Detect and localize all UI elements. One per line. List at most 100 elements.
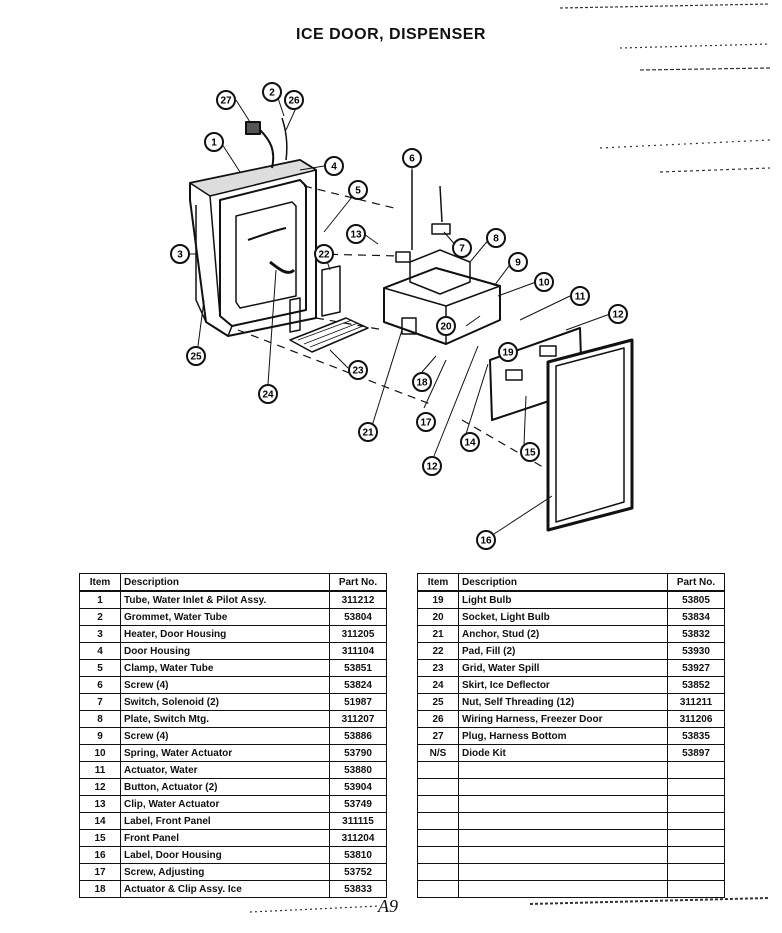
- callout-24: 24: [258, 384, 278, 404]
- callout-number: 23: [352, 366, 364, 377]
- callout-number: 6: [409, 154, 415, 165]
- callout-number: 2: [269, 88, 275, 99]
- callout-circle: [348, 180, 368, 200]
- callout-circle: [508, 252, 528, 272]
- callout-circle: [314, 244, 334, 264]
- callout-circle: [216, 90, 236, 110]
- table-row: [417, 812, 725, 830]
- callout-number: 3: [177, 250, 183, 261]
- callout-circle: [324, 156, 344, 176]
- callout-circle: [570, 286, 590, 306]
- callout-10: 10: [534, 272, 554, 292]
- callout-number: 9: [515, 258, 521, 269]
- callout-7: 7: [452, 238, 472, 258]
- callout-layer: 2722614653132278910111220191825232421171…: [170, 82, 628, 550]
- table-row: [417, 829, 725, 847]
- callout-circle: [452, 238, 472, 258]
- callout-circle: [608, 304, 628, 324]
- callout-13: 13: [346, 224, 366, 244]
- callout-number: 12: [426, 462, 438, 473]
- callout-number: 12: [612, 310, 624, 321]
- callout-16: 16: [476, 530, 496, 550]
- callout-number: 19: [502, 348, 514, 359]
- callout-22: 22: [314, 244, 334, 264]
- callout-number: 11: [575, 292, 586, 303]
- callout-circle: [412, 372, 432, 392]
- callout-15: 15: [520, 442, 540, 462]
- callout-circle: [170, 244, 190, 264]
- callout-circle: [498, 342, 518, 362]
- callout-circle: [520, 442, 540, 462]
- page-mark: A9: [378, 896, 398, 916]
- callout-circle: [534, 272, 554, 292]
- part-number-cell: 53810: [329, 846, 387, 864]
- table-header-row: Item Description Part No.: [79, 573, 387, 592]
- table-row: [417, 846, 725, 864]
- part-number-cell: 53804: [329, 608, 387, 626]
- callout-14: 14: [460, 432, 480, 452]
- part-number-cell: [667, 880, 725, 898]
- callout-number: 21: [362, 428, 374, 439]
- callout-number: 1: [211, 138, 217, 149]
- item-column-header: Item: [417, 573, 459, 592]
- callout-number: 7: [459, 244, 465, 255]
- callout-3: 3: [170, 244, 190, 264]
- callout-number: 8: [493, 234, 499, 245]
- callout-21: 21: [358, 422, 378, 442]
- callout-circle: [358, 422, 378, 442]
- callout-number: 13: [350, 230, 362, 241]
- callout-1: 1: [204, 132, 224, 152]
- part-number-cell: 53833: [329, 880, 387, 898]
- callout-20: 20: [436, 316, 456, 336]
- callout-4: 4: [324, 156, 344, 176]
- callout-number: 20: [440, 322, 452, 333]
- callout-circle: [186, 346, 206, 366]
- door-housing-inner: [235, 201, 297, 309]
- callout-number: 27: [220, 96, 232, 107]
- callout-number: 26: [288, 96, 300, 107]
- callout-circle: [262, 82, 282, 102]
- callout-12: 12: [422, 456, 442, 476]
- callout-circle: [346, 224, 366, 244]
- callout-27: 27: [216, 90, 236, 110]
- callout-number: 25: [190, 352, 202, 363]
- part-number-column-header: Part No.: [667, 573, 725, 592]
- callout-number: 14: [464, 438, 476, 449]
- callout-number: 22: [318, 250, 330, 261]
- callout-number: 16: [480, 536, 492, 547]
- callout-number: 15: [524, 448, 536, 459]
- callout-circle: [402, 148, 422, 168]
- callout-number: 5: [355, 186, 361, 197]
- callout-26: 26: [284, 90, 304, 110]
- table-row: [417, 795, 725, 813]
- callout-circle: [422, 456, 442, 476]
- callout-8: 8: [486, 228, 506, 248]
- callout-18: 18: [412, 372, 432, 392]
- callout-number: 4: [331, 162, 337, 173]
- door-housing-label: [546, 338, 634, 532]
- callout-19: 19: [498, 342, 518, 362]
- table-row: [417, 863, 725, 881]
- page-title: ICE DOOR, DISPENSER: [296, 26, 486, 43]
- callout-circle: [486, 228, 506, 248]
- callout-23: 23: [348, 360, 368, 380]
- table-row: [417, 880, 725, 898]
- callout-circle: [258, 384, 278, 404]
- callout-2: 2: [262, 82, 282, 102]
- callout-9: 9: [508, 252, 528, 272]
- callout-number: 24: [262, 390, 274, 401]
